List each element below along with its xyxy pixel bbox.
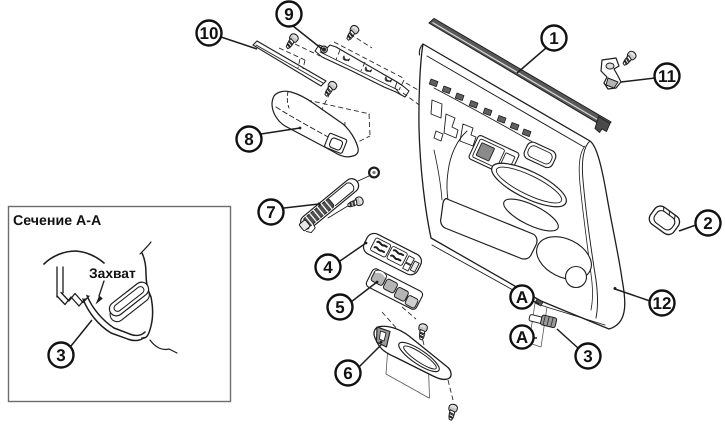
svg-text:8: 8	[244, 130, 253, 149]
svg-text:12: 12	[653, 294, 672, 313]
svg-text:Сечение А-А: Сечение А-А	[13, 213, 101, 229]
svg-text:A: A	[516, 328, 528, 347]
svg-text:10: 10	[200, 24, 219, 43]
svg-text:5: 5	[335, 298, 344, 317]
svg-text:1: 1	[549, 29, 558, 48]
svg-text:Захват: Захват	[89, 266, 136, 281]
svg-text:2: 2	[703, 214, 712, 233]
svg-text:A: A	[516, 288, 528, 307]
svg-text:11: 11	[658, 67, 676, 86]
svg-text:6: 6	[343, 364, 352, 383]
svg-text:3: 3	[56, 346, 65, 365]
svg-text:7: 7	[266, 203, 275, 222]
svg-text:3: 3	[583, 347, 592, 366]
svg-text:9: 9	[284, 5, 293, 24]
svg-text:4: 4	[323, 258, 333, 277]
